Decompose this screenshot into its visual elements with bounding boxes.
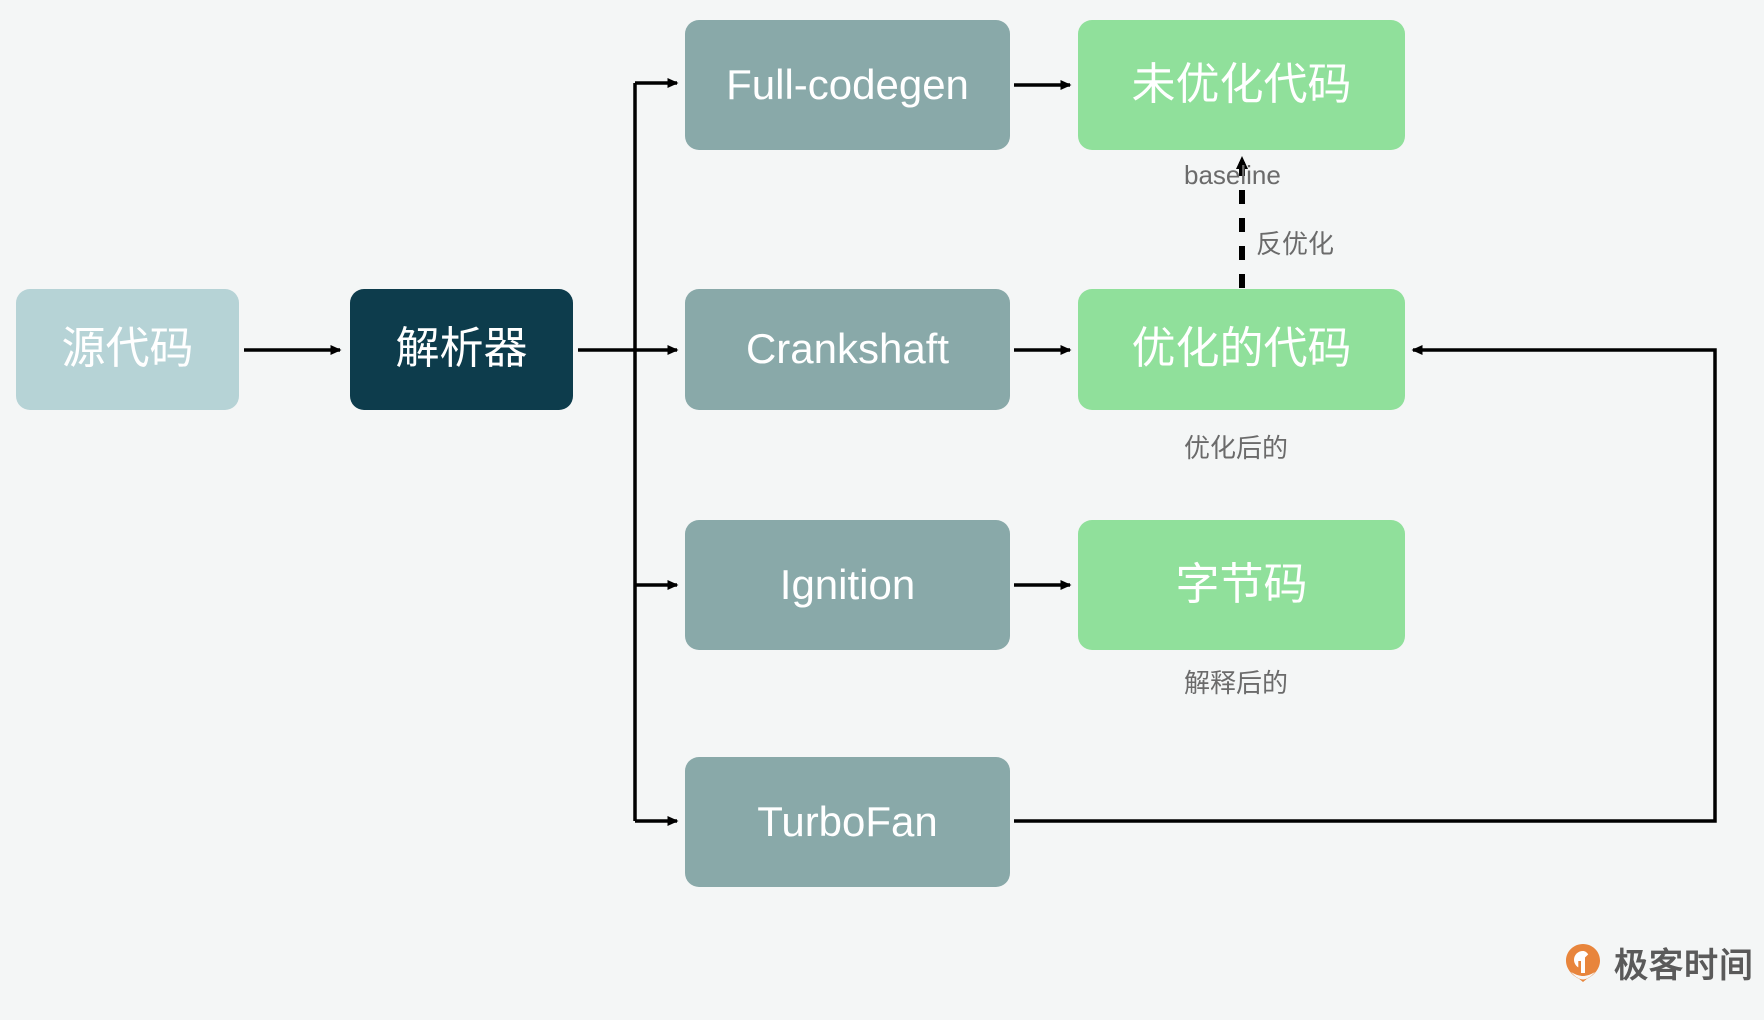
caption-bytecode: 解释后的 xyxy=(1184,668,1289,698)
node-turbofan[interactable]: TurboFan xyxy=(685,757,1010,887)
caption-unoptimized-baseline: baseline xyxy=(1184,160,1281,190)
node-crankshaft[interactable]: Crankshaft xyxy=(685,289,1010,410)
geektime-logo-icon xyxy=(1562,942,1604,984)
node-ignition-label: Ignition xyxy=(779,560,916,608)
node-source-code-label: 源代码 xyxy=(61,324,194,374)
node-crankshaft-label: Crankshaft xyxy=(745,325,950,373)
node-source-code[interactable]: 源代码 xyxy=(16,289,239,410)
edge-label-deoptimize: 反优化 xyxy=(1256,229,1335,259)
brand-logo: 极客时间 xyxy=(1562,938,1754,987)
node-unoptimized-code-label: 未优化代码 xyxy=(1131,59,1352,109)
brand-logo-text: 极客时间 xyxy=(1614,947,1754,985)
node-parser-label: 解析器 xyxy=(395,324,528,374)
node-bytecode[interactable]: 字节码 xyxy=(1078,520,1405,650)
node-parser[interactable]: 解析器 xyxy=(350,289,573,410)
node-turbofan-label: TurboFan xyxy=(757,797,938,845)
caption-optimized: 优化后的 xyxy=(1184,433,1289,463)
node-full-codegen-label: Full-codegen xyxy=(726,60,969,108)
node-optimized-code[interactable]: 优化的代码 xyxy=(1078,289,1405,410)
node-ignition[interactable]: Ignition xyxy=(685,520,1010,650)
arrow-turbofan-feedback-loop xyxy=(1014,345,1717,823)
node-bytecode-label: 字节码 xyxy=(1175,559,1308,609)
node-unoptimized-code[interactable]: 未优化代码 xyxy=(1078,20,1405,150)
node-full-codegen[interactable]: Full-codegen xyxy=(685,20,1010,150)
node-optimized-code-label: 优化的代码 xyxy=(1131,324,1352,374)
